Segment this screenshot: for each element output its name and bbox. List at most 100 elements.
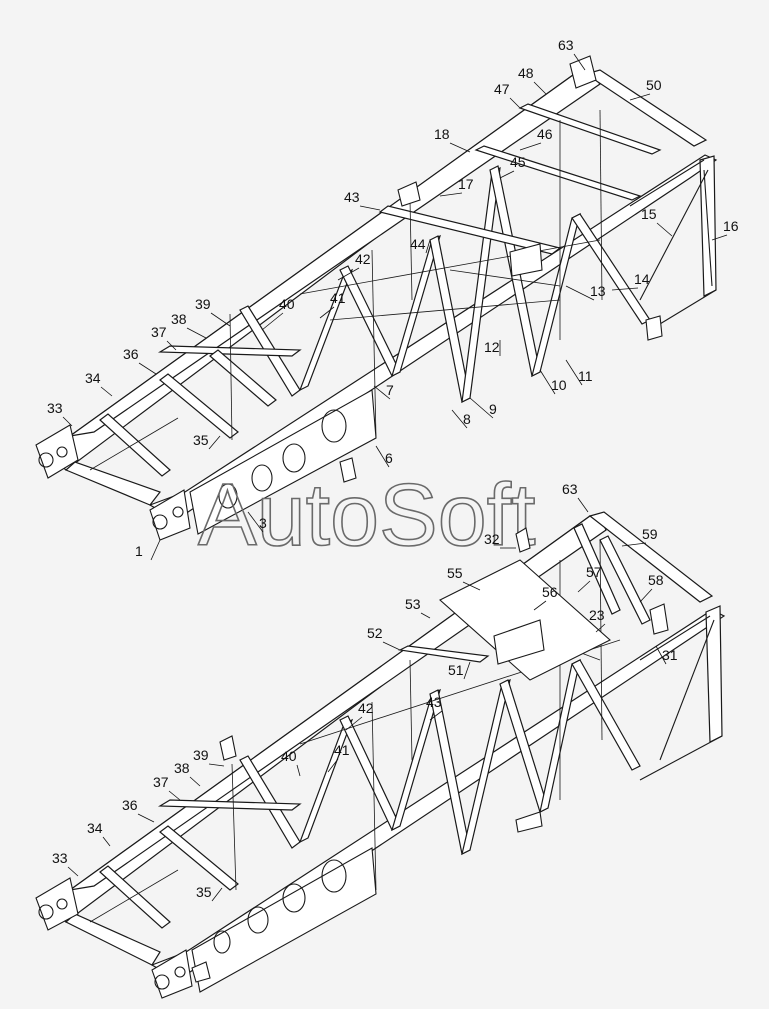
top-callout-10: 10 — [551, 377, 567, 393]
top-callout-7: 7 — [386, 382, 394, 398]
top-leader-48 — [533, 81, 547, 95]
top-leader-41 — [319, 306, 335, 319]
bottom-leader-43 — [429, 710, 443, 721]
top-callout-40: 40 — [279, 296, 295, 312]
top-leader-39 — [210, 312, 231, 327]
bottom-center-bracket — [493, 619, 545, 665]
top-leader-45 — [499, 170, 515, 179]
top-leader-33 — [62, 416, 73, 427]
bottom-lacing — [99, 523, 651, 929]
top-callout-35: 35 — [193, 432, 209, 448]
bottom-boom-section — [35, 511, 726, 999]
bottom-callout-38: 38 — [174, 760, 190, 776]
bottom-callout-37: 37 — [153, 774, 169, 790]
top-rear-pin-lug — [569, 55, 597, 89]
bottom-rear-post — [705, 605, 723, 743]
bottom-callout-34: 34 — [87, 820, 103, 836]
bottom-callout-32: 32 — [484, 531, 500, 547]
top-callout-41: 41 — [330, 290, 346, 306]
top-callout-15: 15 — [641, 206, 657, 222]
bottom-leader-39 — [208, 763, 225, 767]
top-leader-8 — [451, 409, 468, 429]
top-leader-50 — [629, 93, 651, 101]
bottom-callout-40: 40 — [281, 748, 297, 764]
top-leader-7 — [373, 385, 391, 400]
bottom-callout-53: 53 — [405, 596, 421, 612]
top-lacing — [99, 103, 662, 477]
top-callout-38: 38 — [171, 311, 187, 327]
top-rear-top-bar — [584, 69, 708, 147]
top-leader-6 — [375, 445, 390, 468]
top-callout-46: 46 — [537, 126, 553, 142]
top-leader-11 — [565, 359, 583, 386]
bottom-leader-58 — [639, 588, 653, 603]
top-leader-35 — [208, 435, 221, 450]
top-callout-48: 48 — [518, 65, 534, 81]
top-callout-16: 16 — [723, 218, 739, 234]
bottom-leader-41 — [327, 758, 339, 773]
top-leader-44 — [425, 239, 431, 254]
top-leader-47 — [509, 97, 521, 109]
bottom-lug-rear — [649, 603, 669, 635]
bottom-leader-63 — [577, 497, 589, 513]
top-leader-13 — [565, 285, 595, 301]
top-pin-lug — [397, 181, 421, 207]
bottom-leader-23 — [595, 623, 606, 633]
bottom-cross-deck — [439, 559, 611, 681]
top-callout-47: 47 — [494, 81, 510, 97]
top-callout-45: 45 — [510, 154, 526, 170]
top-leader-3 — [247, 511, 264, 533]
top-callout-39: 39 — [195, 296, 211, 312]
bottom-callout-52: 52 — [367, 625, 383, 641]
top-leader-16 — [711, 234, 728, 241]
bottom-foot-lug — [515, 811, 543, 833]
bottom-callout-36: 36 — [122, 797, 138, 813]
bottom-leader-34 — [102, 836, 111, 847]
top-callout-1: 1 — [135, 543, 143, 559]
top-leader-34 — [100, 386, 113, 397]
bottom-callout-41: 41 — [334, 742, 350, 758]
top-callout-37: 37 — [151, 324, 167, 340]
bottom-callout-59: 59 — [642, 526, 658, 542]
top-callout-8: 8 — [463, 411, 471, 427]
top-callout-36: 36 — [123, 346, 139, 362]
bottom-leader-56 — [533, 600, 547, 611]
bottom-leader-36 — [137, 813, 155, 823]
watermark-text: AutoSoft — [198, 465, 536, 564]
top-callout-63: 63 — [558, 37, 574, 53]
top-callout-11: 11 — [578, 368, 593, 384]
top-callout-14: 14 — [634, 271, 650, 287]
bottom-rear-top-bar — [588, 511, 714, 603]
bottom-callout-42: 42 — [358, 700, 374, 716]
top-callout-44: 44 — [410, 236, 426, 252]
top-callout-18: 18 — [434, 126, 450, 142]
top-callout-6: 6 — [385, 450, 393, 466]
top-pin-hole-right — [152, 514, 168, 530]
top-leader-18 — [449, 142, 471, 153]
top-boom-section — [35, 55, 718, 541]
bottom-leader-38 — [189, 776, 201, 787]
bottom-callout-57: 57 — [586, 564, 602, 580]
bottom-callout-63: 63 — [562, 481, 578, 497]
top-leader-46 — [519, 142, 542, 151]
bottom-leader-52 — [382, 641, 401, 651]
bottom-callout-58: 58 — [648, 572, 664, 588]
bottom-lug-front — [219, 735, 237, 761]
top-callout-3: 3 — [259, 515, 267, 531]
bottom-callout-56: 56 — [542, 584, 558, 600]
top-leader-37 — [166, 340, 177, 351]
bottom-leader-53 — [420, 612, 431, 619]
top-end-plate-right — [149, 489, 191, 541]
top-rear-foot-lug — [645, 315, 663, 341]
top-callout-43: 43 — [344, 189, 360, 205]
bottom-leader-37 — [168, 790, 181, 801]
bottom-callout-33: 33 — [52, 850, 68, 866]
top-callout-50: 50 — [646, 77, 662, 93]
top-leader-63 — [573, 53, 586, 71]
bottom-callout-51: 51 — [448, 662, 464, 678]
bottom-leader-33 — [67, 866, 79, 877]
bottom-leader-40 — [296, 764, 301, 777]
top-pin-hole-left — [38, 452, 54, 468]
